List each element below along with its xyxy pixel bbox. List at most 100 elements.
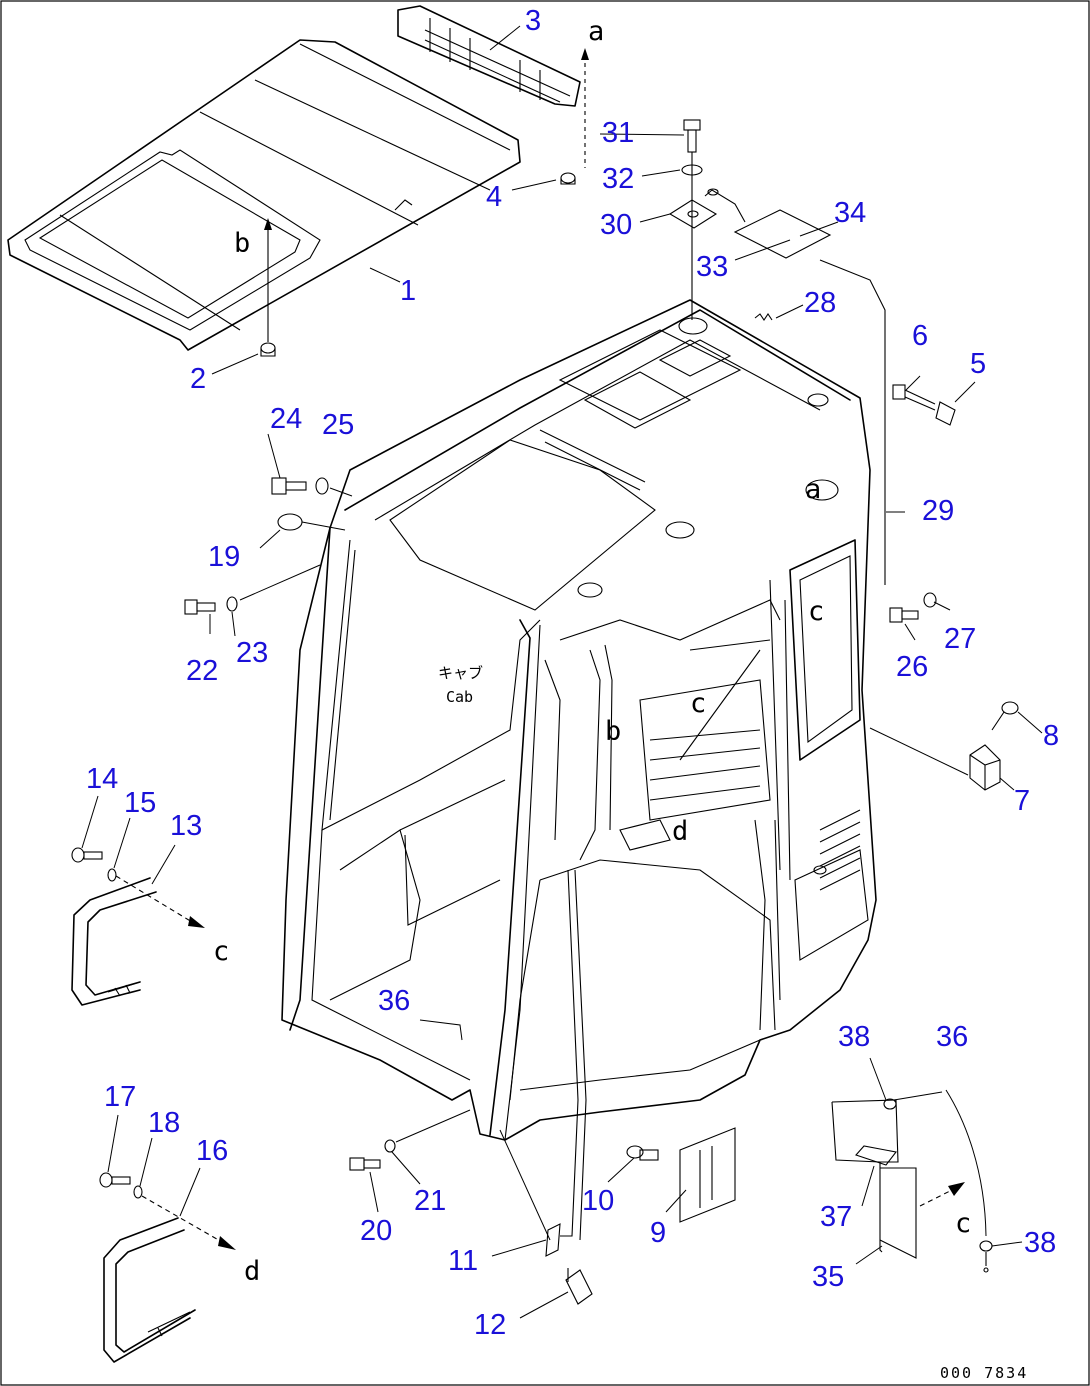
bolt-24 [271, 477, 307, 495]
arrow-a-up [581, 48, 589, 168]
callout-26: 26 [896, 651, 928, 683]
cab-label-english: Cab [446, 688, 473, 706]
callout-29: 29 [922, 495, 954, 527]
arrow-c-left [115, 875, 205, 928]
callout-10: 10 [582, 1185, 614, 1217]
ref-letter-a-cab: a [805, 474, 821, 505]
bolt-6 [892, 384, 936, 411]
callout-14: 14 [86, 763, 118, 795]
spring-28 [754, 313, 773, 321]
ref-letter-d-interior: d [672, 816, 688, 847]
ref-letter-c-interior: c [690, 688, 706, 719]
callout-18: 18 [148, 1107, 180, 1139]
callout-labels: 1 2 3 4 5 6 7 8 9 10 11 12 13 14 15 16 1… [86, 5, 1059, 1341]
callout-13: 13 [170, 810, 202, 842]
plate-30 [668, 199, 718, 229]
callout-36-interior: 36 [378, 985, 410, 1017]
bolt-38-top [883, 1091, 943, 1110]
bolt-14 [71, 847, 103, 863]
callout-33: 33 [696, 251, 728, 283]
ref-letter-c-plate: c [955, 1208, 971, 1239]
callout-38-bottom: 38 [1024, 1227, 1056, 1259]
ref-letter-d-handle: d [244, 1256, 260, 1287]
nut-4 [560, 172, 576, 185]
bolt-8 [991, 701, 1019, 731]
callout-24: 24 [270, 403, 302, 435]
ref-letter-b-roof: b [234, 228, 250, 259]
callout-30: 30 [600, 209, 632, 241]
washer-21 [384, 1109, 471, 1153]
washer-25 [315, 477, 353, 497]
callout-4: 4 [486, 181, 502, 213]
callout-22: 22 [186, 655, 218, 687]
ref-letter-a-top: a [588, 16, 604, 47]
leader-lines [81, 25, 1043, 1319]
drawing-number: 000 7834 [940, 1364, 1028, 1382]
callout-2: 2 [190, 363, 206, 395]
callout-27: 27 [944, 623, 976, 655]
clip-5 [935, 401, 956, 426]
ref-letter-c-window: c [808, 596, 824, 627]
callout-6: 6 [912, 320, 928, 352]
callout-35: 35 [812, 1261, 844, 1293]
bracket-7 [869, 727, 1001, 791]
callout-38-top: 38 [838, 1021, 870, 1053]
washer-27 [923, 592, 937, 608]
roof-panel [7, 39, 521, 351]
callout-8: 8 [1043, 720, 1059, 752]
ref-letter-b-interior: b [605, 716, 621, 747]
bolt-26 [889, 607, 919, 623]
cab-body [281, 299, 877, 1141]
bracket-33-34 [704, 188, 886, 585]
visor-plate [397, 5, 581, 107]
callout-3: 3 [525, 5, 541, 37]
callout-28: 28 [804, 287, 836, 319]
grab-handle-16 [103, 1217, 196, 1363]
plate-9 [679, 1127, 736, 1223]
callout-21: 21 [414, 1185, 446, 1217]
callout-23: 23 [236, 637, 268, 669]
washer-32 [681, 164, 703, 176]
grab-handle-13 [71, 877, 157, 1006]
bolt-17 [99, 1172, 131, 1188]
callout-31: 31 [602, 117, 634, 149]
callout-16: 16 [196, 1135, 228, 1167]
washer-15 [107, 868, 117, 882]
callout-11: 11 [448, 1245, 478, 1277]
callout-20: 20 [360, 1215, 392, 1247]
bolt-20 [349, 1157, 381, 1171]
arrow-c-right [919, 1182, 965, 1207]
cab-label-japanese: キャブ [438, 664, 483, 682]
washer-18 [133, 1185, 143, 1199]
arrow-b-up [264, 218, 272, 342]
callout-9: 9 [650, 1217, 666, 1249]
callout-19: 19 [208, 541, 240, 573]
callout-17: 17 [104, 1081, 136, 1113]
cap-19 [277, 513, 346, 531]
leader-36-curve [945, 1089, 987, 1237]
callout-36-plate: 36 [936, 1021, 968, 1053]
bolt-22 [184, 599, 216, 615]
bolt-38-bottom [979, 1240, 993, 1273]
callout-12: 12 [474, 1309, 506, 1341]
ref-letter-c-handle: c [213, 936, 229, 967]
nut-2 [260, 342, 276, 357]
callout-37: 37 [820, 1201, 852, 1233]
callout-1: 1 [400, 275, 416, 307]
callout-34: 34 [834, 197, 866, 229]
callout-5: 5 [970, 348, 986, 380]
gas-spring-11 [499, 869, 587, 1257]
bolt-10 [626, 1145, 659, 1161]
callout-7: 7 [1014, 785, 1030, 817]
washer-23 [226, 564, 321, 612]
callout-25: 25 [322, 409, 354, 441]
callout-15: 15 [124, 787, 156, 819]
arrow-d-left [141, 1195, 236, 1250]
knob-12 [565, 1268, 593, 1305]
plate-35 [831, 1099, 917, 1259]
callout-32: 32 [602, 163, 634, 195]
bolt-31 [683, 119, 701, 320]
